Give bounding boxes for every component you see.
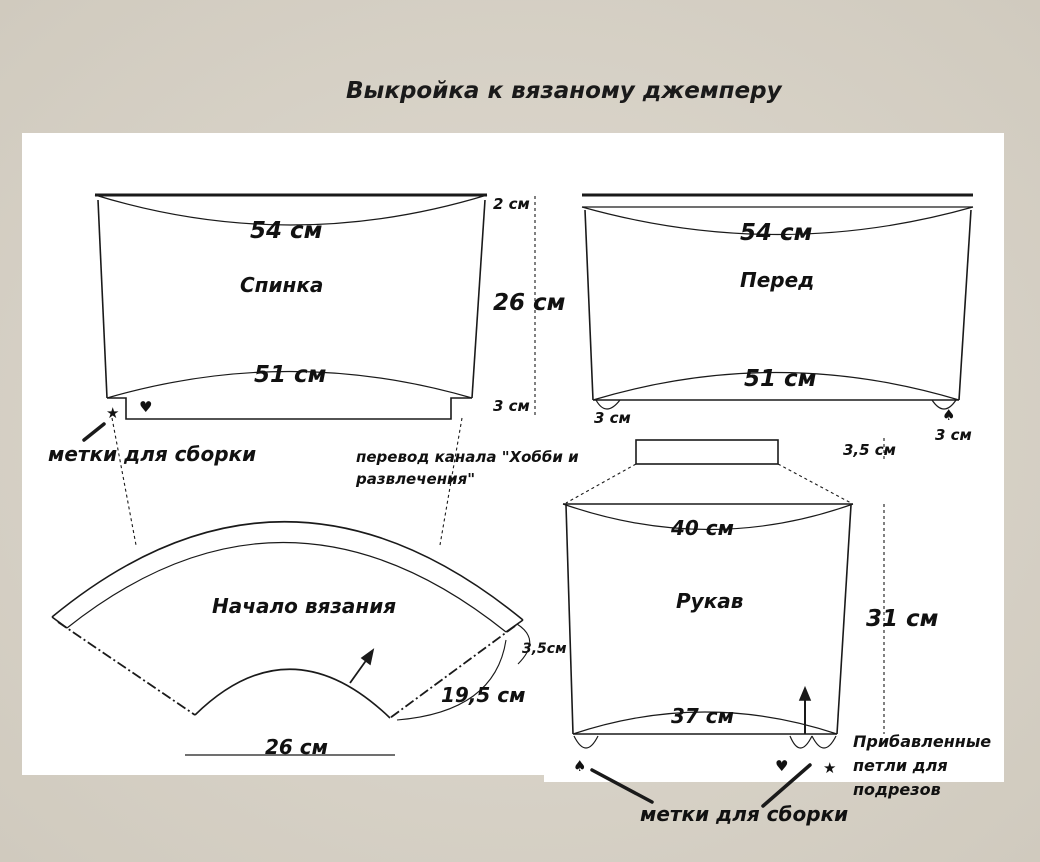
back-bottom-width: 51 см bbox=[254, 362, 327, 388]
front-bottom-width: 51 см bbox=[744, 366, 817, 392]
yoke-name: Начало вязания bbox=[212, 594, 397, 618]
note-pointers bbox=[82, 422, 812, 808]
yoke-neck-width: 26 см bbox=[265, 735, 328, 759]
back-height: 26 см bbox=[493, 290, 566, 316]
back-hem: 3 см bbox=[493, 397, 530, 415]
spade-mark-icon: ♠ bbox=[942, 406, 956, 424]
back-name: Спинка bbox=[240, 273, 324, 297]
assembly-marks-note: метки для сборки bbox=[48, 442, 257, 466]
star-mark-icon: ★ bbox=[106, 404, 120, 422]
added-stitches-note: Прибавленные петли для подрезов bbox=[853, 730, 1013, 802]
back-top-width: 54 см bbox=[250, 218, 323, 244]
pattern-sheet-lower bbox=[544, 440, 1004, 782]
back-shoulder: 2 см bbox=[493, 195, 530, 213]
front-hem-right: 3 см bbox=[935, 426, 972, 444]
sleeve-top-width: 40 см bbox=[671, 516, 734, 540]
assembly-marks-note-bottom: метки для сборки bbox=[640, 802, 849, 826]
sleeve-cuff: 3,5 см bbox=[843, 441, 896, 459]
star-mark-icon: ★ bbox=[823, 759, 837, 777]
yoke-piece bbox=[51, 520, 531, 756]
measure-lines bbox=[534, 196, 885, 734]
page-title: Выкройка к вязаному джемперу bbox=[346, 78, 782, 104]
front-hem-left: 3 см bbox=[594, 409, 631, 427]
yoke-side: 19,5 см bbox=[441, 683, 526, 707]
sleeve-name: Рукав bbox=[676, 589, 744, 613]
spade-mark-icon: ♠ bbox=[573, 757, 587, 775]
heart-mark-icon: ♥ bbox=[139, 398, 153, 416]
front-name: Перед bbox=[740, 268, 815, 292]
sleeve-bottom-width: 37 см bbox=[671, 704, 734, 728]
yoke-band: 3,5см bbox=[522, 641, 567, 657]
heart-mark-icon: ♥ bbox=[775, 757, 789, 775]
sleeve-height: 31 см bbox=[866, 606, 939, 632]
front-piece bbox=[581, 193, 974, 410]
sleeve-piece bbox=[562, 439, 854, 749]
front-top-width: 54 см bbox=[740, 220, 813, 246]
translation-credit-text: перевод канала "Хобби и развлечения" bbox=[356, 448, 579, 488]
back-piece bbox=[94, 193, 488, 420]
translation-credit: перевод канала "Хобби и развлечения" bbox=[356, 446, 606, 490]
added-stitches-text: Прибавленные петли для подрезов bbox=[853, 732, 992, 799]
